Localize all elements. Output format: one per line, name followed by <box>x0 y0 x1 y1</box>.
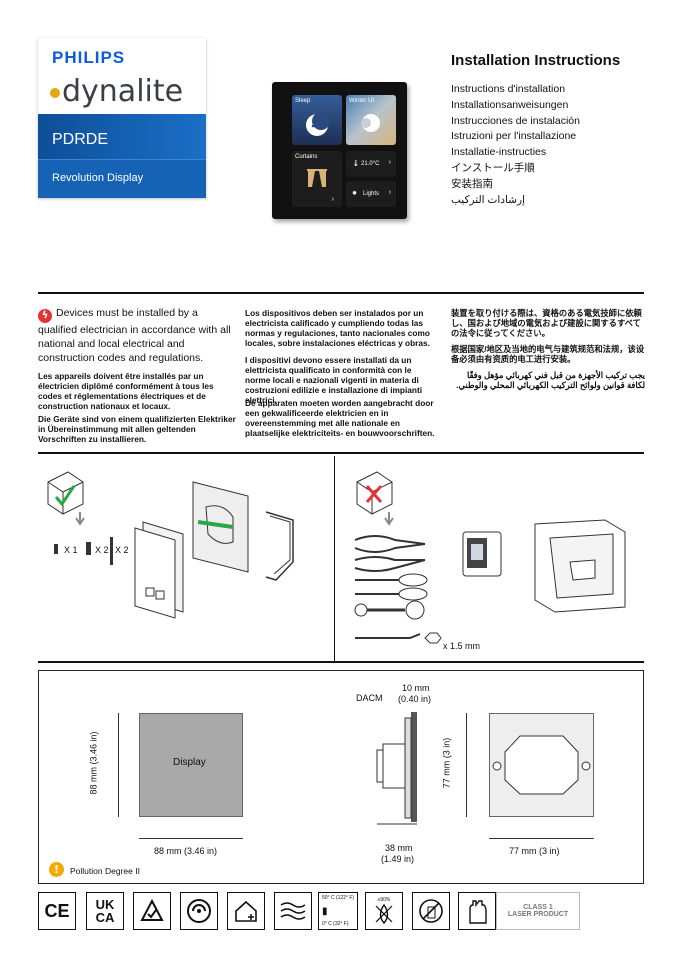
model-name: PDRDE <box>52 131 109 148</box>
divider <box>38 661 644 663</box>
dynalite-logo: dynalite <box>50 74 183 109</box>
warning-nl: De apparaten moeten worden aangebracht d… <box>245 398 435 438</box>
moon-icon <box>306 112 330 136</box>
no-spray-icon <box>412 892 450 930</box>
chevron-right-icon: › <box>331 196 334 203</box>
dimension-line <box>118 713 119 817</box>
product-name: Revolution Display <box>52 172 144 184</box>
included-parts-illustration <box>47 471 294 619</box>
depth-top: 10 mm <box>402 683 430 693</box>
dynalite-dot-icon <box>50 88 60 98</box>
qty-label: X 2 <box>115 545 129 555</box>
hex-key-size: x 1.5 mm <box>443 641 481 651</box>
wipe-clean-icon <box>458 892 496 930</box>
rcm-mark-icon <box>133 892 171 930</box>
tools-panel <box>345 462 645 660</box>
warning-es: Los dispositivos deben ser instalados po… <box>245 308 430 348</box>
temperature-range-icon: 50° C (122° F)▮0° C (32° F) <box>318 892 358 930</box>
dacm-label: DACM <box>356 693 383 703</box>
tile-winter: Winter UI <box>346 95 396 145</box>
qty-label: X 1 <box>64 545 78 555</box>
dimension-line <box>466 713 467 817</box>
display-label: Display <box>173 757 206 768</box>
side-view-drawing <box>376 712 417 825</box>
brand-card: PHILIPS dynalite PDRDE Revolution Displa… <box>38 38 206 198</box>
warning-ar: يجب تركيب الأجهزة من قبل فني كهربائي مؤه… <box>456 370 645 390</box>
dimension-line <box>489 838 594 839</box>
language-list: Instructions d'installation Installation… <box>451 83 580 206</box>
backbox-outline <box>489 713 594 817</box>
chevron-right-icon: › <box>388 159 391 166</box>
warning-zh: 根据国家/地区及当地的电气与建筑规范和法规，该设备必须由有资质的电工进行安装。 <box>451 344 645 364</box>
height-dimension: 88 mm (3.46 in) <box>88 731 99 795</box>
tile-lights: ✹ Lights › <box>346 181 396 207</box>
check-icon <box>54 485 76 507</box>
divider <box>38 292 644 294</box>
display-outline <box>139 713 243 817</box>
thermometer-icon: ▮ <box>322 905 328 917</box>
device-image: Sleep Winter UI Curtains › 🌡 21.0°C › ✹ … <box>272 82 407 219</box>
page-title: Installation Instructions <box>451 52 621 69</box>
warning-ja: 装置を取り付ける際は、資格のある電気技師に依頼し、国および地域の電気および建設に… <box>451 308 642 338</box>
indoor-use-icon <box>227 892 265 930</box>
warning-fr: Les appareils doivent être installés par… <box>38 371 214 411</box>
pollution-degree: Pollution Degree II <box>70 866 140 876</box>
warning-it: I dispositivi devono essere installati d… <box>245 355 423 405</box>
philips-logo: PHILIPS <box>52 48 126 67</box>
dimension-line <box>139 838 243 839</box>
depth-top-in: (0.40 in) <box>398 694 432 704</box>
divider <box>334 456 335 662</box>
humidity-icon: ≤90% <box>365 892 403 930</box>
eac-recycle-icon <box>180 892 218 930</box>
tile-curtains: Curtains › <box>292 151 342 207</box>
ce-mark-icon: CE <box>38 892 76 930</box>
thermometer-icon: 🌡 <box>352 161 360 167</box>
weather-icon <box>361 114 380 132</box>
chevron-right-icon: › <box>388 189 391 196</box>
parts-panel <box>38 462 333 660</box>
depth-bottom: 38 mm <box>385 843 413 853</box>
cross-icon <box>365 485 383 503</box>
depth-bottom-in: (1.49 in) <box>381 854 415 864</box>
backbox-height: 77 mm (3 in) <box>441 737 452 789</box>
dimensions-panel <box>38 670 644 884</box>
tools-required-illustration <box>354 471 626 644</box>
tile-temperature: 🌡 21.0°C › <box>346 151 396 177</box>
tile-sleep: Sleep <box>292 95 342 145</box>
bulb-icon: ✹ <box>352 191 358 197</box>
curtain-icon <box>307 169 327 187</box>
warning-icon: ! <box>49 862 64 877</box>
divider <box>38 452 644 454</box>
width-dimension: 88 mm (3.46 in) <box>154 846 218 856</box>
backbox-width: 77 mm (3 in) <box>509 846 560 856</box>
qty-label: X 2 <box>95 545 109 555</box>
warning-de: Die Geräte sind von einem qualifizierten… <box>38 414 236 444</box>
lightning-warning-icon: ϟ <box>38 309 52 323</box>
airflow-icon <box>274 892 312 930</box>
